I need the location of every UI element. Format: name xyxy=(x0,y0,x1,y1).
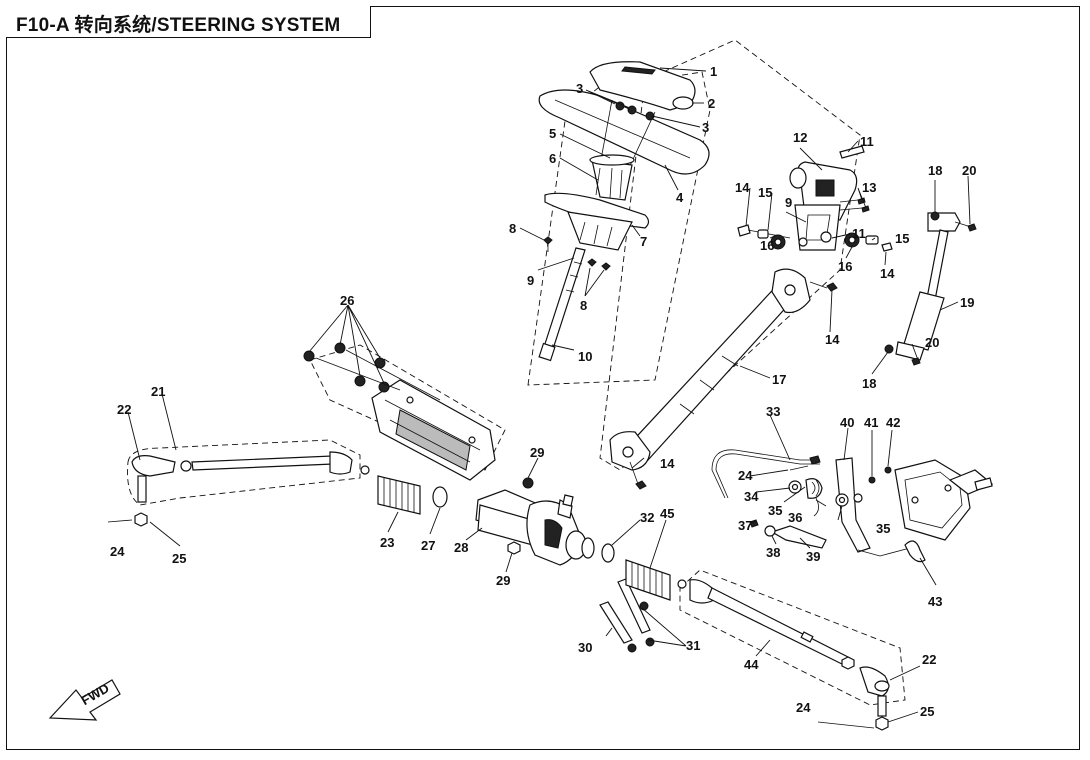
steering-rack-gearbox xyxy=(475,477,655,653)
callout-20b: 20 xyxy=(925,335,939,350)
callout-11b: 11 xyxy=(852,226,866,241)
callout-26: 26 xyxy=(340,293,354,308)
frame-mount-plate xyxy=(894,459,971,541)
callout-labels: 1 2 3 3 4 5 6 7 8 8 9 9 10 11 11 12 13 1… xyxy=(110,64,976,719)
callout-22b: 22 xyxy=(922,652,936,667)
steering-lock-linkage xyxy=(711,449,994,563)
callout-17: 17 xyxy=(772,372,786,387)
callout-25: 25 xyxy=(172,551,186,566)
callout-10: 10 xyxy=(578,349,592,364)
callout-39: 39 xyxy=(806,549,820,564)
callout-34: 34 xyxy=(744,489,759,504)
callout-40: 40 xyxy=(840,415,854,430)
callout-31: 31 xyxy=(686,638,700,653)
callout-9b: 9 xyxy=(785,195,792,210)
steering-shaft xyxy=(542,247,586,353)
lock-cable xyxy=(711,449,820,499)
callout-25b: 25 xyxy=(920,704,934,719)
callout-42: 42 xyxy=(886,415,900,430)
callout-23: 23 xyxy=(380,535,394,550)
callout-35b: 35 xyxy=(876,521,890,536)
callout-41: 41 xyxy=(864,415,878,430)
callout-1: 1 xyxy=(710,64,717,79)
callout-30: 30 xyxy=(578,640,592,655)
callout-8: 8 xyxy=(509,221,516,236)
title-block: F10-A 转向系统/STEERING SYSTEM xyxy=(6,6,371,38)
callout-37: 37 xyxy=(738,518,752,533)
gas-strut-assembly xyxy=(884,211,977,366)
fwd-direction-arrow: FWD xyxy=(48,679,121,721)
callout-2: 2 xyxy=(708,96,715,111)
callout-32: 32 xyxy=(640,510,654,525)
callout-7: 7 xyxy=(640,234,647,249)
rack-mount-bracket xyxy=(303,342,496,481)
gas-strut-cylinder xyxy=(903,291,945,351)
page-title: F10-A 转向系统/STEERING SYSTEM xyxy=(16,15,341,36)
left-tie-rod xyxy=(191,455,334,471)
callout-3b: 3 xyxy=(702,120,709,135)
callout-14c: 14 xyxy=(825,332,840,347)
callout-14: 14 xyxy=(735,180,750,195)
callout-16: 16 xyxy=(760,238,774,253)
callout-38: 38 xyxy=(766,545,780,560)
rack-bolt xyxy=(599,601,633,644)
steering-wheel-rim xyxy=(538,89,710,175)
tie-rod-left-group-outline xyxy=(127,439,361,506)
callout-20: 20 xyxy=(962,163,976,178)
callout-36: 36 xyxy=(788,510,802,525)
callout-14b: 14 xyxy=(880,266,895,281)
drawing-frame xyxy=(6,6,1080,750)
callout-33: 33 xyxy=(766,404,780,419)
callout-29: 29 xyxy=(530,445,544,460)
callout-43: 43 xyxy=(928,594,942,609)
callout-12: 12 xyxy=(793,130,807,145)
callout-15: 15 xyxy=(758,185,772,200)
callout-35: 35 xyxy=(768,503,782,518)
callout-28: 28 xyxy=(454,540,468,555)
callout-27: 27 xyxy=(421,538,435,553)
callout-24c: 24 xyxy=(796,700,811,715)
callout-21: 21 xyxy=(151,384,165,399)
callout-4: 4 xyxy=(676,190,684,205)
intermediate-shaft xyxy=(625,279,801,461)
right-tie-rod xyxy=(707,587,851,667)
steering-column-assembly xyxy=(609,145,893,490)
right-rack-boot xyxy=(625,559,671,601)
mount-bracket-group-outline xyxy=(309,344,506,471)
callout-9: 9 xyxy=(527,273,534,288)
horn-cover xyxy=(589,61,696,111)
left-rack-boot xyxy=(377,475,421,515)
column-cover-plate xyxy=(544,192,650,229)
callout-5: 5 xyxy=(549,126,556,141)
callout-13: 13 xyxy=(862,180,876,195)
right-tie-rod-assembly xyxy=(625,559,890,731)
callout-22: 22 xyxy=(117,402,131,417)
callout-8b: 8 xyxy=(580,298,587,313)
callout-44: 44 xyxy=(744,657,759,672)
callout-45: 45 xyxy=(660,506,674,521)
callout-18b: 18 xyxy=(862,376,876,391)
lock-bracket xyxy=(835,457,871,553)
callout-15b: 15 xyxy=(895,231,909,246)
leader-lines xyxy=(127,67,971,723)
callout-24b: 24 xyxy=(738,468,753,483)
callout-11: 11 xyxy=(860,134,874,149)
left-tie-rod-end xyxy=(131,455,176,477)
steering-wheel-assembly xyxy=(538,61,710,362)
callout-18: 18 xyxy=(928,163,942,178)
callout-16b: 16 xyxy=(838,259,852,274)
callout-3: 3 xyxy=(576,81,583,96)
callout-6: 6 xyxy=(549,151,556,166)
left-tie-rod-assembly xyxy=(107,451,448,527)
callout-14d: 14 xyxy=(660,456,675,471)
steering-column-group-outline xyxy=(599,39,861,471)
tie-rod-right-group-outline xyxy=(679,569,906,706)
callout-24: 24 xyxy=(110,544,125,559)
callout-29b: 29 xyxy=(496,573,510,588)
callout-19: 19 xyxy=(960,295,974,310)
lock-lever xyxy=(770,525,827,549)
gas-strut-rod xyxy=(926,229,949,301)
